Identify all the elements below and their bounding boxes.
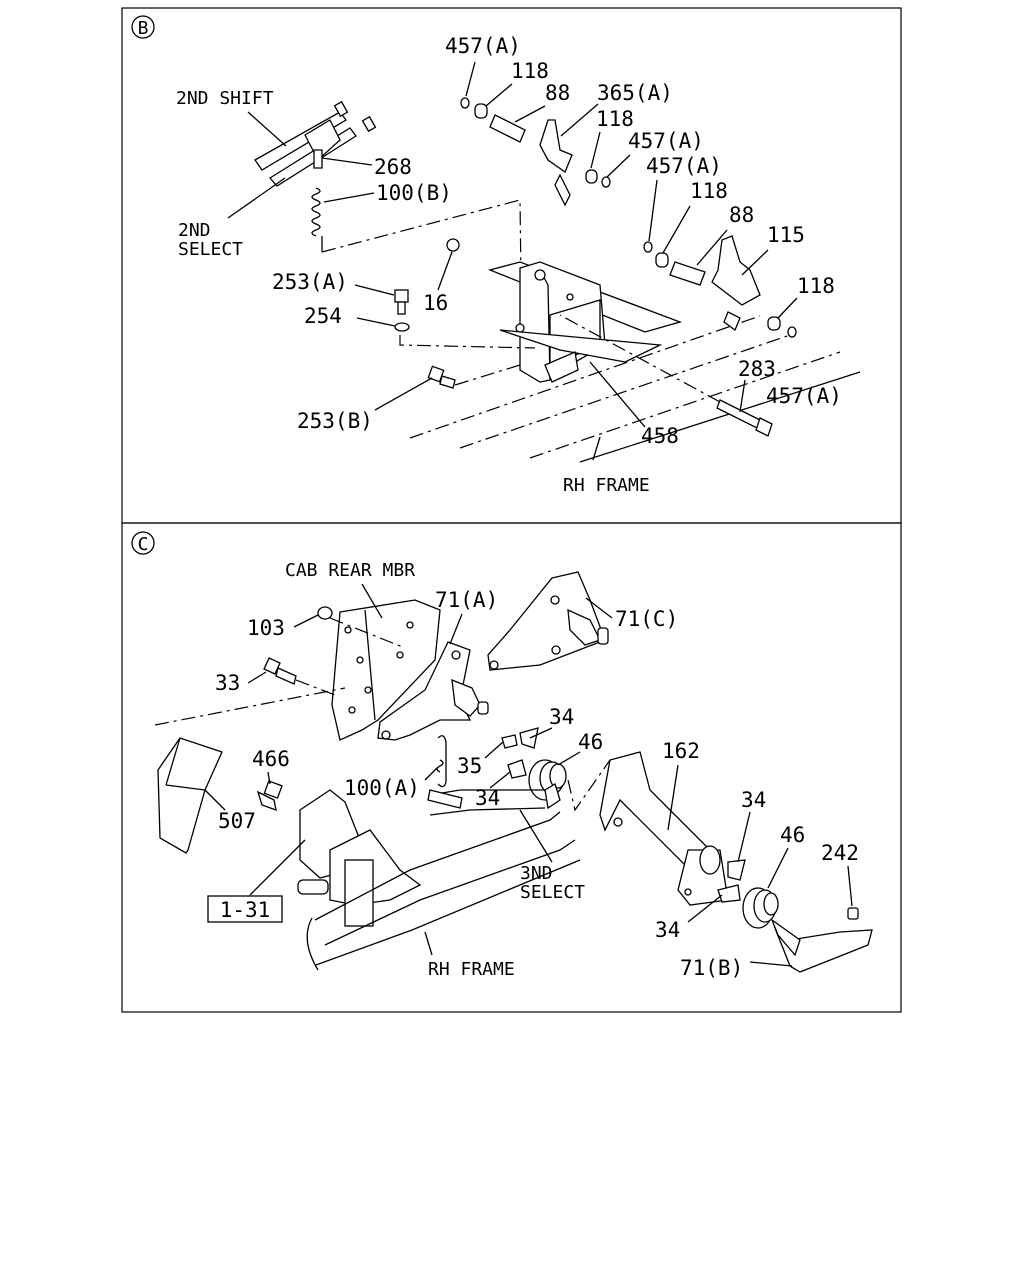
label-3nd-select-line2: SELECT [520, 882, 585, 903]
panel-b: B [121, 7, 902, 524]
nut-242 [847, 907, 859, 920]
label-33: 33 [215, 671, 240, 695]
panel-b-labels: 457(A) 118 88 365(A) 118 457(A) 457(A) 1… [176, 34, 842, 496]
label-cab-rear-mbr: CAB REAR MBR [285, 560, 415, 581]
bolt-253a [394, 289, 409, 315]
label-118-2: 118 [596, 107, 634, 131]
label-253b: 253(B) [297, 409, 373, 433]
label-88-1: 88 [545, 81, 570, 105]
label-118-4: 118 [797, 274, 835, 298]
label-ref-1-31: 1-31 [220, 898, 271, 922]
label-71b: 71(B) [680, 956, 743, 980]
label-2nd-shift: 2ND SHIFT [176, 88, 274, 109]
shift-rods [254, 100, 377, 187]
panel-c-labels: CAB REAR MBR 71(A) 71(C) 103 33 34 46 16… [204, 560, 859, 980]
label-254: 254 [304, 304, 342, 328]
frame-structure-c [297, 783, 581, 971]
bolt-283 [559, 314, 773, 437]
label-rh-frame-b: RH FRAME [563, 475, 650, 496]
label-283: 283 [738, 357, 776, 381]
pivot-parts-right [643, 235, 797, 338]
label-34-1: 34 [549, 705, 574, 729]
label-46-1: 46 [578, 730, 603, 754]
label-242: 242 [821, 841, 859, 865]
label-457a-2: 457(A) [628, 129, 704, 153]
panel-b-marker [131, 15, 155, 39]
label-71a: 71(A) [435, 588, 498, 612]
tube-162 [599, 751, 729, 906]
label-466: 466 [252, 747, 290, 771]
spring-100b [311, 187, 323, 252]
label-3nd-select-line1: 3ND [520, 863, 553, 884]
bracket-71a [377, 641, 489, 741]
label-16: 16 [423, 291, 448, 315]
label-118-3: 118 [690, 179, 728, 203]
bolt-33 [263, 657, 297, 685]
label-2nd-select-line2: SELECT [178, 239, 243, 260]
label-162: 162 [662, 739, 700, 763]
spring-100a [436, 735, 447, 788]
bracket-71b [770, 918, 873, 973]
clip-34-a [519, 727, 539, 749]
label-118-1: 118 [511, 59, 549, 83]
label-100a: 100(A) [344, 776, 420, 800]
nut-103 [317, 606, 333, 620]
bolt-253b [427, 364, 521, 389]
label-100b: 100(B) [376, 181, 452, 205]
label-rh-frame-c: RH FRAME [428, 959, 515, 980]
bracket-71c [487, 571, 609, 671]
label-34-4: 34 [655, 918, 680, 942]
label-365a: 365(A) [597, 81, 673, 105]
label-457a-3: 457(A) [646, 154, 722, 178]
label-115: 115 [767, 223, 805, 247]
clip-35 [501, 734, 518, 749]
panel-c: C [121, 522, 902, 1013]
bracket-507 [157, 737, 223, 854]
panel-c-border [121, 522, 902, 1013]
rh-frame-rails-b [409, 315, 861, 463]
label-253a: 253(A) [272, 270, 348, 294]
pivot-parts-upper [460, 97, 611, 207]
label-103: 103 [247, 616, 285, 640]
label-46-2: 46 [780, 823, 805, 847]
clip-34-b [507, 759, 527, 779]
washer-254 [394, 322, 410, 332]
panel-c-marker [131, 531, 155, 555]
label-268: 268 [374, 155, 412, 179]
label-88-2: 88 [729, 203, 754, 227]
bracket-458 [446, 238, 683, 383]
label-507: 507 [218, 809, 256, 833]
clip-34-d [717, 884, 741, 903]
cab-rear-member [331, 599, 441, 741]
label-71c: 71(C) [615, 607, 678, 631]
label-457a-1: 457(A) [445, 34, 521, 58]
label-457a-4: 457(A) [766, 384, 842, 408]
panel-b-marker-letter: B [138, 18, 149, 39]
label-35: 35 [457, 754, 482, 778]
reference-box [207, 895, 283, 923]
label-34-2: 34 [475, 786, 500, 810]
bolt-466 [256, 780, 283, 811]
bushing-46-lower [742, 887, 779, 929]
label-34-3: 34 [741, 788, 766, 812]
clip-34-c [727, 859, 746, 881]
label-458: 458 [641, 424, 679, 448]
panel-c-marker-letter: C [138, 534, 149, 555]
label-2nd-select-line1: 2ND [178, 220, 211, 241]
